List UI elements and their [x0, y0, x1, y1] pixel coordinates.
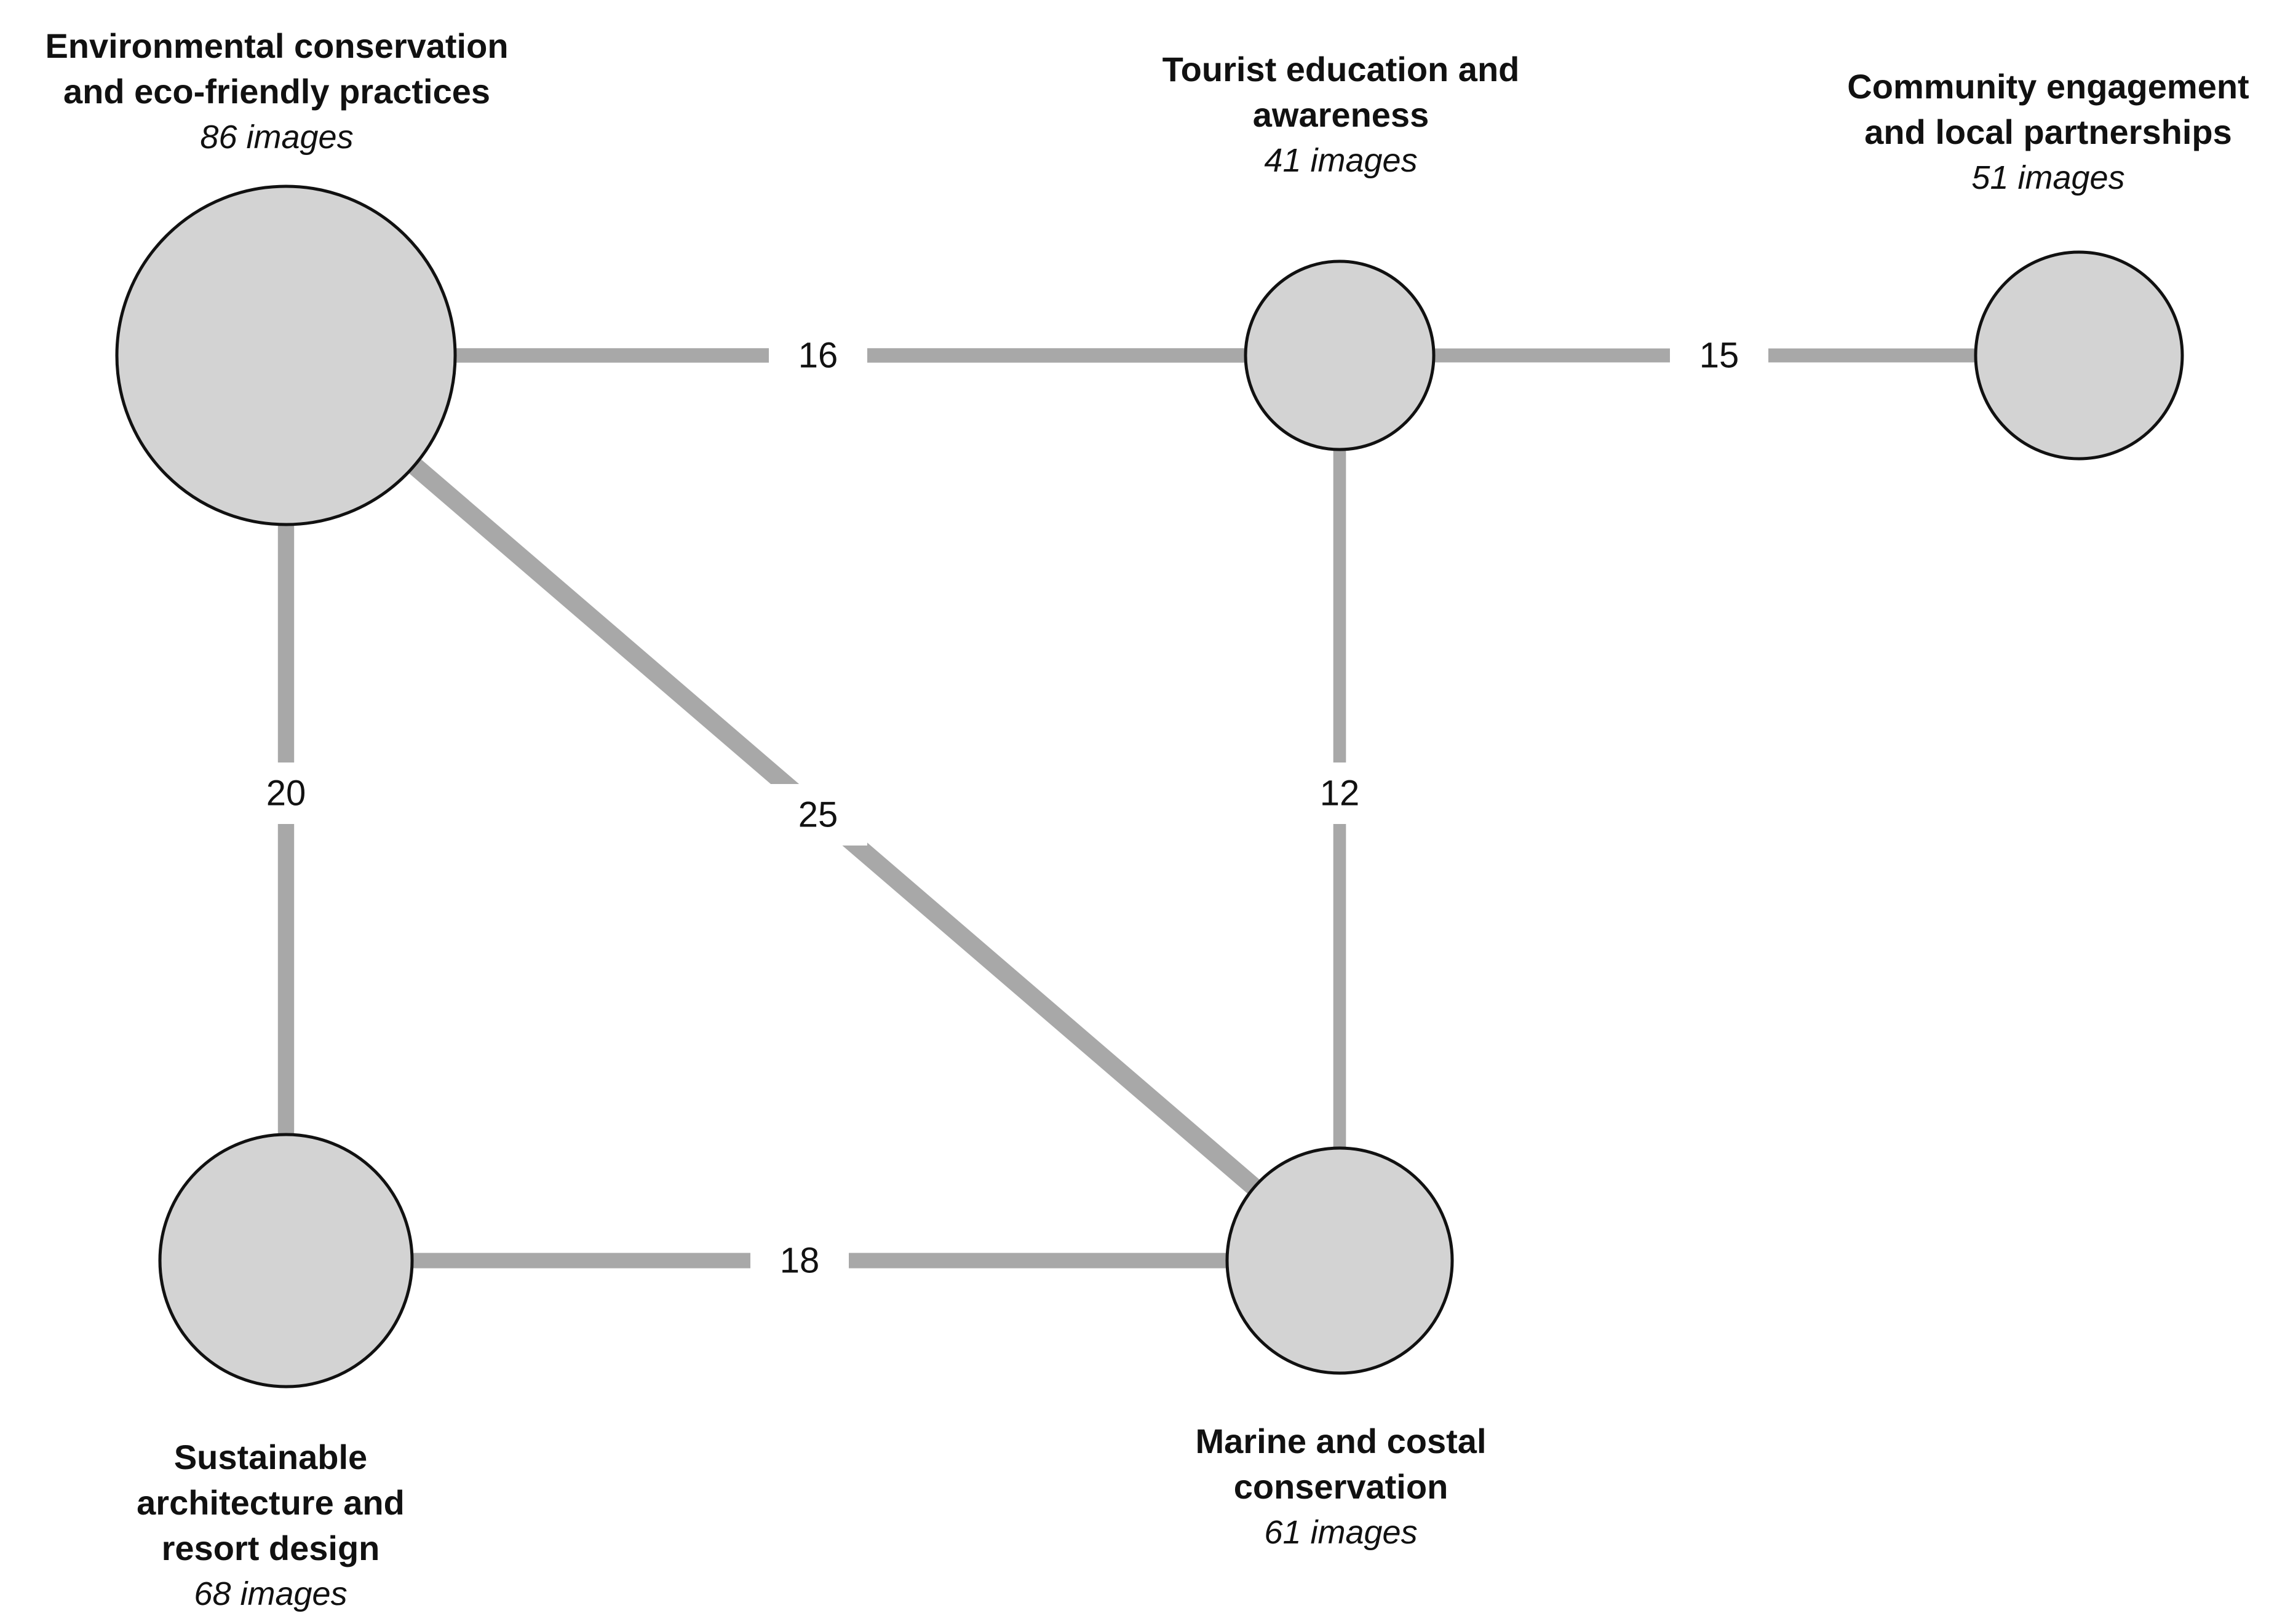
edge-labels-layer: 16 15 20 25 12 18 — [237, 325, 1768, 1291]
node-arch — [158, 1133, 414, 1388]
node-label-community: Community engagement and local partnersh… — [1808, 64, 2288, 200]
node-count-arch: 68 images — [194, 1575, 348, 1612]
node-title-tourist: Tourist education and awareness — [1162, 50, 1520, 134]
edge-label-env-tourist: 16 — [769, 325, 867, 386]
node-community — [1974, 250, 2184, 461]
node-label-arch: Sustainable architecture and resort desi… — [55, 1435, 486, 1617]
node-count-tourist: 41 images — [1264, 142, 1418, 179]
edge-label-bg — [237, 762, 335, 824]
edge-label-env-marine: 25 — [769, 784, 867, 846]
edge-label-bg — [1290, 762, 1389, 824]
node-marine — [1225, 1146, 1454, 1375]
edge-weight-env-marine: 25 — [798, 795, 838, 835]
edge-label-arch-marine: 18 — [750, 1230, 849, 1291]
node-label-env: Environmental conservation and eco-frien… — [0, 23, 554, 160]
node-title-env: Environmental conservation and eco-frien… — [45, 26, 509, 111]
edge-weight-arch-marine: 18 — [780, 1241, 820, 1281]
edge-weight-tourist-community: 15 — [1699, 336, 1739, 376]
node-title-marine: Marine and costal conservation — [1195, 1422, 1487, 1506]
edge-weight-tourist-marine: 12 — [1320, 774, 1360, 814]
node-count-community: 51 images — [1971, 159, 2125, 196]
edge-label-tourist-marine: 12 — [1290, 762, 1389, 824]
edge-label-bg — [769, 784, 867, 846]
edge-label-env-arch: 20 — [237, 762, 335, 824]
edge-label-bg — [750, 1230, 849, 1291]
edge-label-bg — [769, 325, 867, 386]
node-count-marine: 61 images — [1264, 1514, 1418, 1551]
node-env — [115, 184, 457, 526]
node-tourist — [1244, 259, 1436, 451]
node-title-community: Community engagement and local partnersh… — [1847, 67, 2249, 151]
edge-weight-env-tourist: 16 — [798, 336, 838, 376]
node-label-tourist: Tourist education and awareness 41 image… — [1064, 47, 1618, 183]
edge-label-bg — [1670, 325, 1768, 386]
node-title-arch: Sustainable architecture and resort desi… — [137, 1438, 405, 1567]
edge-label-tourist-community: 15 — [1670, 325, 1768, 386]
edge-weight-env-arch: 20 — [266, 774, 306, 814]
edges-layer — [277, 348, 2079, 1269]
node-count-env: 86 images — [200, 119, 354, 156]
nodes-layer — [115, 184, 2184, 1388]
node-label-marine: Marine and costal conservation 61 images — [1064, 1419, 1618, 1555]
